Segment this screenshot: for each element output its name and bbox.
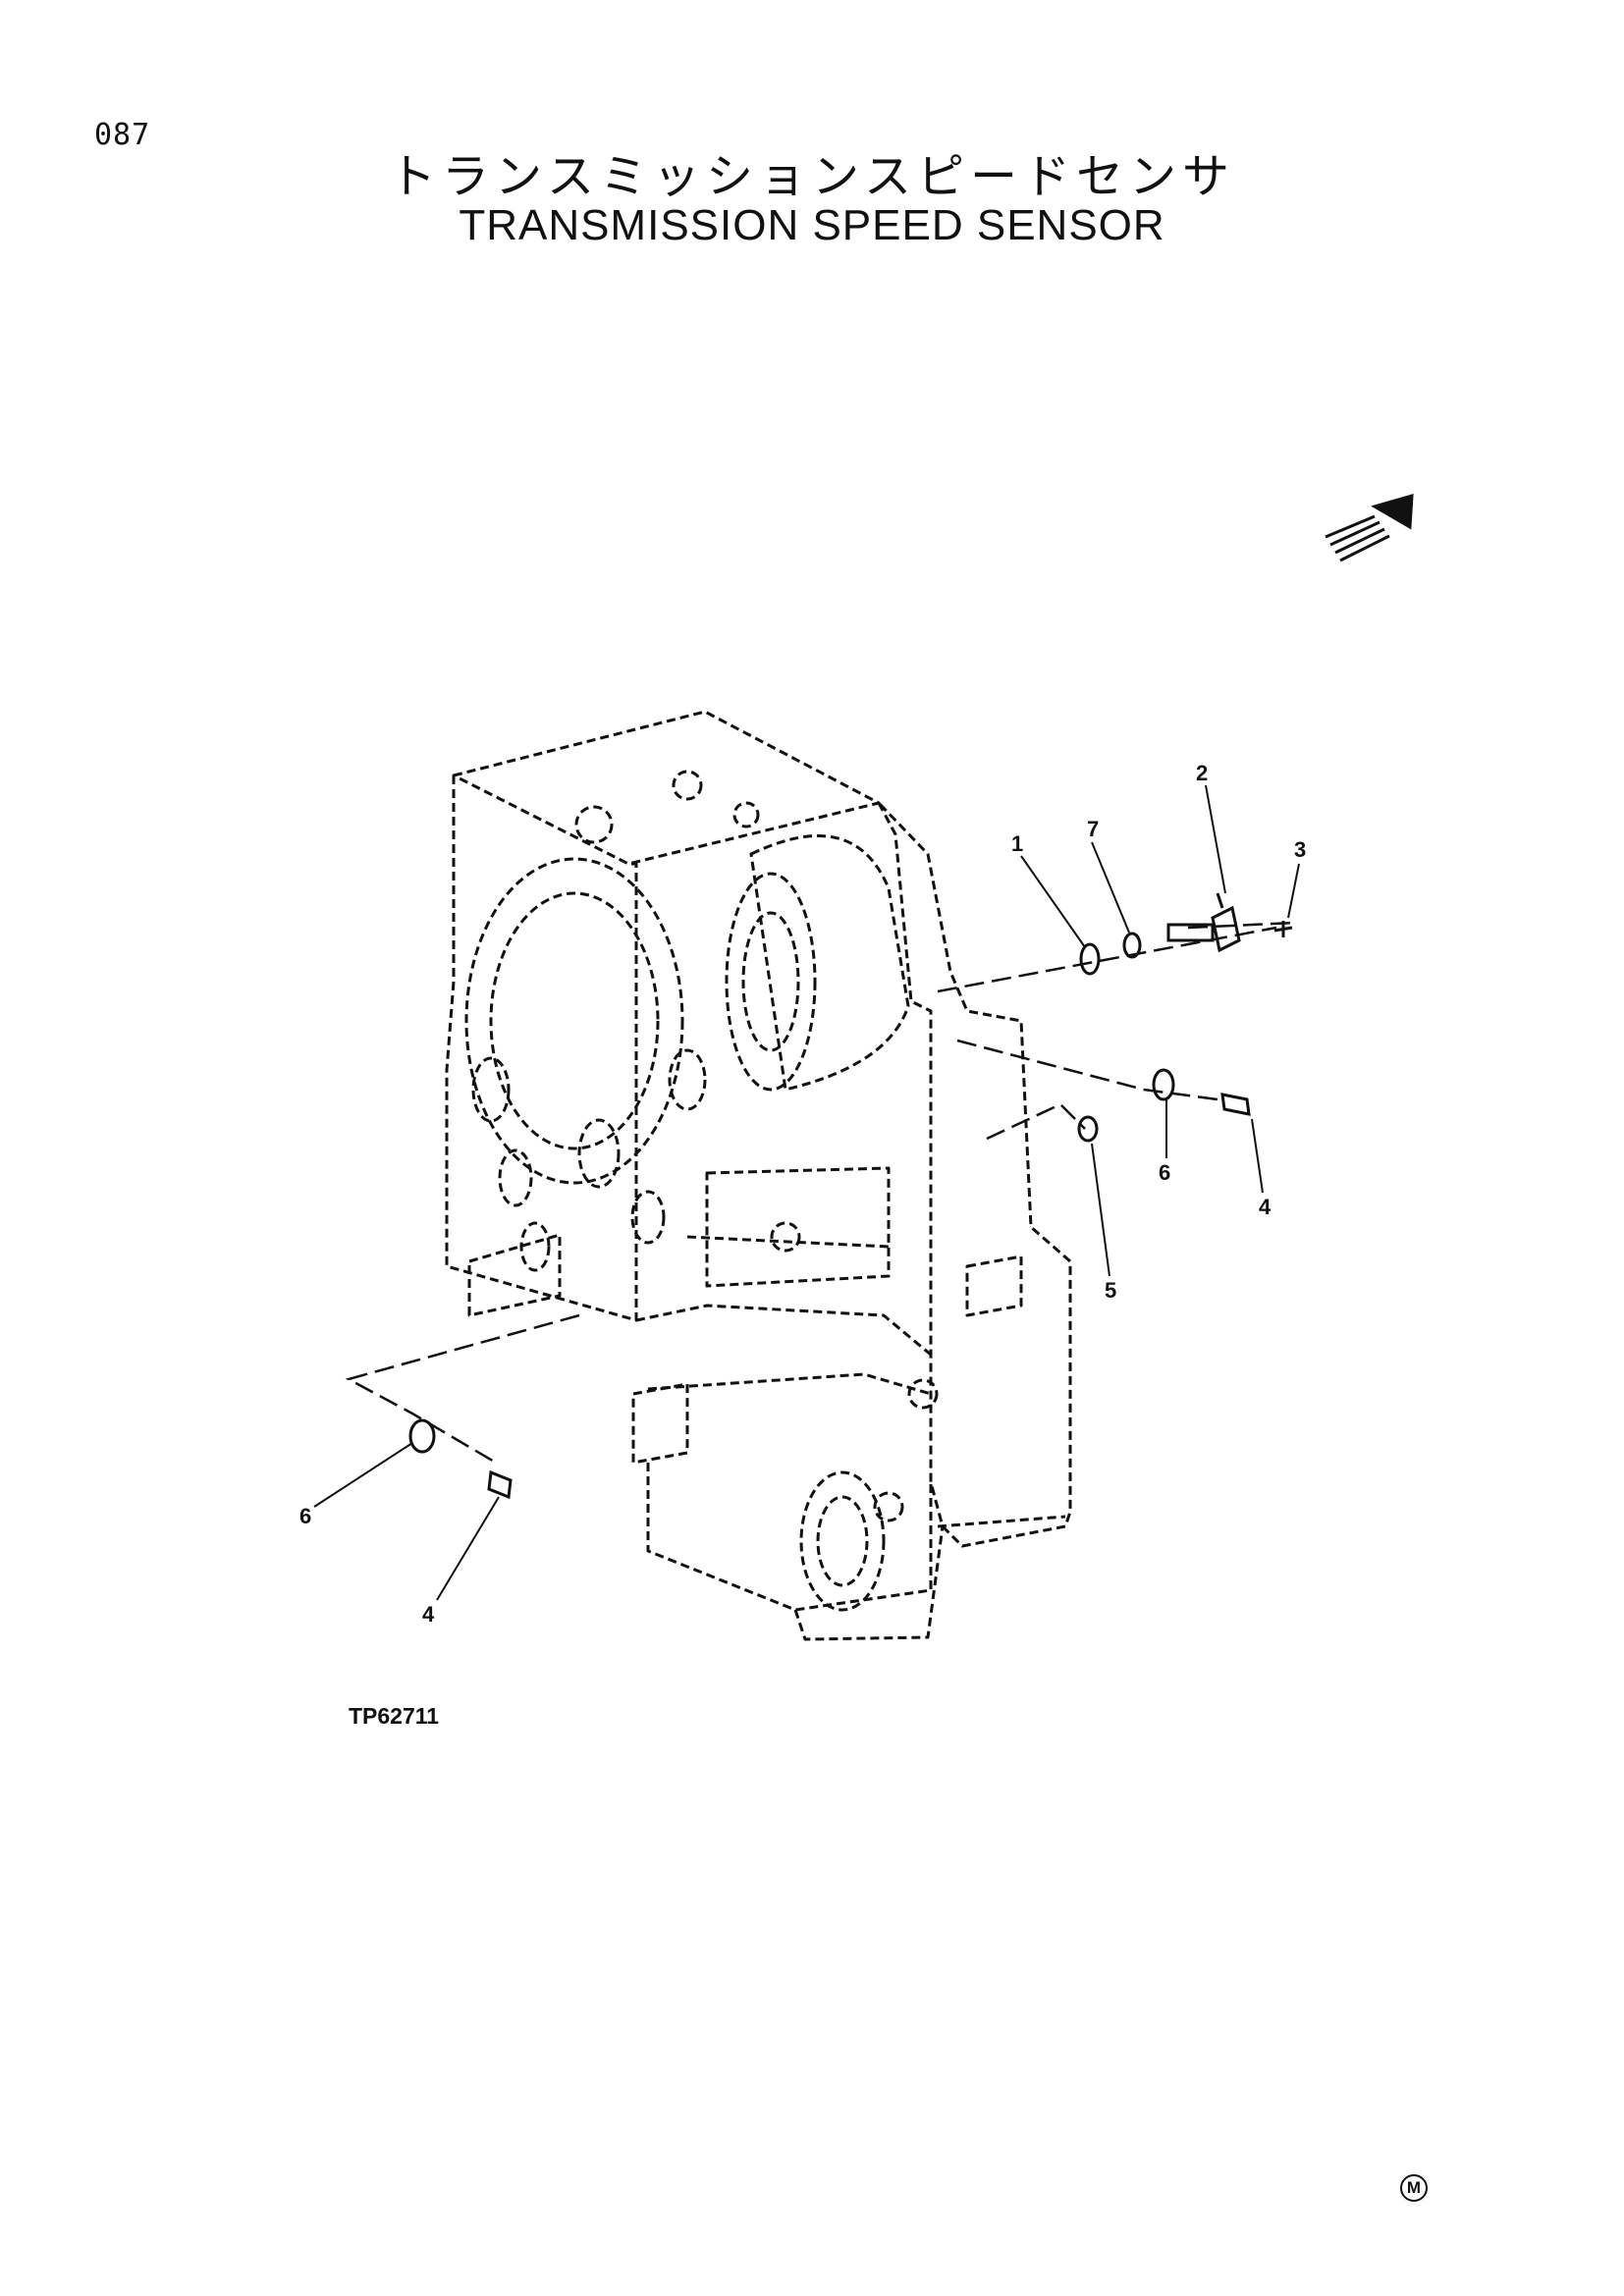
callout-3: 3 — [1294, 837, 1306, 862]
title-japanese: トランスミッションスピードセンサ — [388, 149, 1236, 204]
part-3-bolt — [1273, 921, 1293, 937]
callout-5: 5 — [1105, 1278, 1116, 1303]
callout-1: 1 — [1011, 831, 1023, 856]
figure-code: TP62711 — [349, 1703, 440, 1729]
callout-4-left: 4 — [422, 1602, 435, 1627]
parts — [408, 892, 1293, 1500]
assembly-center-lines — [345, 921, 1297, 1465]
callout-7: 7 — [1087, 817, 1099, 841]
part-2-speed-sensor — [1166, 892, 1241, 953]
leader-lines — [313, 784, 1300, 1601]
part-4-plug-left — [487, 1469, 513, 1500]
page-number: 087 — [94, 118, 151, 152]
part-6-washer-right — [1152, 1068, 1175, 1101]
callout-6-right: 6 — [1159, 1160, 1170, 1185]
part-7-o-ring — [1122, 932, 1142, 959]
callout-4-right: 4 — [1259, 1195, 1272, 1219]
callout-6-left: 6 — [299, 1504, 311, 1528]
title-english: TRANSMISSION SPEED SENSOR — [459, 201, 1165, 249]
part-4-plug-right — [1220, 1093, 1251, 1116]
transmission-housing — [445, 710, 1072, 1641]
corner-mark: M — [1400, 2174, 1428, 2202]
part-1-gasket — [1079, 942, 1101, 976]
part-6-washer-left — [408, 1418, 436, 1454]
front-direction-arrow-icon — [1325, 493, 1414, 562]
part-5-plug — [1077, 1115, 1099, 1143]
callout-2: 2 — [1196, 761, 1208, 785]
